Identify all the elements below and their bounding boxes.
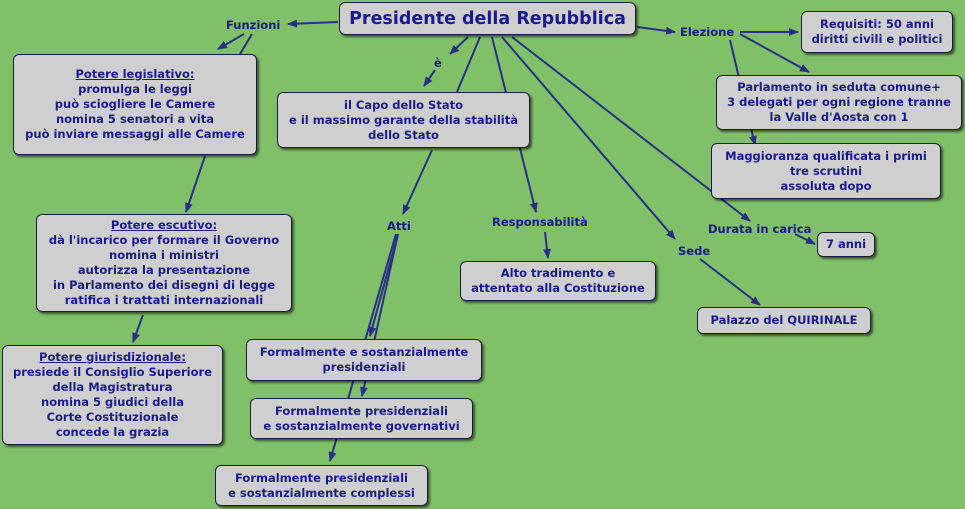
durata-value: 7 anni: [825, 237, 867, 251]
giurisdizionale-line: presiede il Consiglio Superiore: [12, 365, 213, 379]
esecutivo-line: in Parlamento dei disegni di legge: [52, 278, 276, 292]
esecutivo-line: ratifica i trattati internazionali: [64, 293, 264, 307]
giurisdizionale-line: concede la grazia: [55, 425, 170, 439]
esecutivo-line: nomina i ministri: [109, 248, 219, 262]
esecutivo-line: dà l'incarico per formare il Governo: [48, 233, 280, 247]
capo-line: dello Stato: [368, 127, 439, 142]
node-potere-giurisdizionale[interactable]: Potere giurisdizionale: presiede il Cons…: [2, 345, 223, 445]
label-atti: Atti: [387, 219, 411, 233]
link-root-durata: [511, 36, 751, 222]
link-root-sede: [501, 36, 676, 240]
label-durata: Durata in carica: [708, 222, 812, 236]
link-responsabilita-alto: [542, 231, 551, 259]
atto-line: presidenziali: [322, 360, 406, 374]
maggioranza-line: assoluta dopo: [780, 178, 872, 193]
node-potere-esecutivo[interactable]: Potere escutivo: dà l'incarico per forma…: [36, 214, 292, 312]
node-maggioranza[interactable]: Maggioranza qualificata i primi tre scru…: [711, 143, 941, 199]
link-legislativo-esecutivo: [185, 155, 206, 213]
sede-value: Palazzo del QUIRINALE: [710, 313, 858, 327]
requisiti-line: Requisiti: 50 anni: [820, 17, 934, 31]
link-root-funzioni: [287, 19, 339, 28]
label-funzioni: Funzioni: [226, 18, 281, 32]
node-palazzo-quirinale[interactable]: Palazzo del QUIRINALE: [697, 307, 871, 334]
link-funzioni-legislativo: [217, 33, 245, 50]
esecutivo-heading: Potere escutivo:: [110, 218, 218, 232]
maggioranza-line: Maggioranza qualificata i primi: [725, 148, 927, 163]
label-elezione: Elezione: [680, 25, 735, 39]
link-durata-anni: [794, 233, 816, 245]
parlamento-line: la Valle d'Aosta con 1: [769, 110, 909, 124]
node-atto-complesso[interactable]: Formalmente presidenziali e sostanzialme…: [215, 465, 428, 506]
capo-line: e il massimo garante della stabilità: [289, 112, 518, 127]
atto-line: e sostanzialmente governativi: [263, 418, 460, 433]
maggioranza-line: tre scrutini: [789, 163, 863, 178]
node-responsabilita-alto-tradimento[interactable]: Alto tradimento e attentato alla Costitu…: [460, 261, 656, 301]
link-elezione-parlamento: [739, 33, 810, 73]
giurisdizionale-line: nomina 5 giudici della: [41, 395, 184, 409]
legislativo-heading: Potere legislativo:: [75, 67, 195, 81]
atto-line: Formalmente e sostanzialmente: [259, 345, 469, 359]
atto-line: Formalmente presidenziali: [235, 470, 408, 485]
legislativo-line: può sciogliere le Camere: [54, 97, 216, 111]
giurisdizionale-line: Corte Costituzionale: [46, 410, 179, 424]
root-title: Presidente della Repubblica: [349, 8, 626, 29]
link-root-e: [449, 36, 469, 55]
label-sede: Sede: [678, 244, 711, 258]
node-atto-governativo[interactable]: Formalmente presidenziali e sostanzialme…: [250, 398, 473, 439]
giurisdizionale-heading: Potere giurisdizionale:: [39, 350, 186, 364]
atto-line: Formalmente presidenziali: [275, 403, 448, 418]
legislativo-line: può inviare messaggi alle Camere: [25, 127, 245, 141]
link-sede-palazzo: [699, 258, 761, 306]
node-atto-formale-sostanziale-presidenziale[interactable]: Formalmente e sostanzialmente presidenzi…: [246, 339, 482, 381]
node-capo-dello-stato[interactable]: il Capo dello Stato e il massimo garante…: [277, 92, 530, 148]
link-funzioni-legislativo-2: [239, 33, 253, 55]
node-requisiti[interactable]: Requisiti: 50 anni diritti civili e poli…: [801, 11, 953, 53]
responsabilita-line: attentato alla Costituzione: [471, 281, 645, 295]
node-parlamento-seduta-comune[interactable]: Parlamento in seduta comune+ 3 delegati …: [716, 75, 962, 130]
atto-line: e sostanzialmente complessi: [228, 485, 415, 500]
parlamento-line: 3 delegati per ogni regione tranne: [727, 95, 951, 109]
requisiti-line: diritti civili e politici: [811, 32, 943, 46]
link-e-capo: [423, 69, 436, 87]
node-potere-legislativo[interactable]: Potere legislativo: promulga le leggi pu…: [13, 54, 257, 155]
legislativo-line: nomina 5 senatori a vita: [55, 112, 215, 126]
label-responsabilita: Responsabilità: [492, 215, 588, 229]
link-root-elezione: [636, 26, 676, 35]
legislativo-line: promulga le leggi: [78, 82, 192, 96]
link-capo-atti: [402, 149, 433, 215]
label-e: è: [434, 56, 442, 70]
node-presidente[interactable]: Presidente della Repubblica: [339, 2, 636, 35]
parlamento-line: Parlamento in seduta comune+: [737, 80, 941, 94]
node-durata-7-anni[interactable]: 7 anni: [817, 232, 875, 257]
link-root-atti: [456, 36, 481, 93]
esecutivo-line: autorizza la presentazione: [77, 263, 251, 277]
responsabilita-line: Alto tradimento e: [500, 266, 616, 280]
capo-line: il Capo dello Stato: [344, 97, 463, 112]
link-esecutivo-giurisdizionale: [132, 314, 144, 343]
giurisdizionale-line: della Magistratura: [52, 380, 173, 394]
